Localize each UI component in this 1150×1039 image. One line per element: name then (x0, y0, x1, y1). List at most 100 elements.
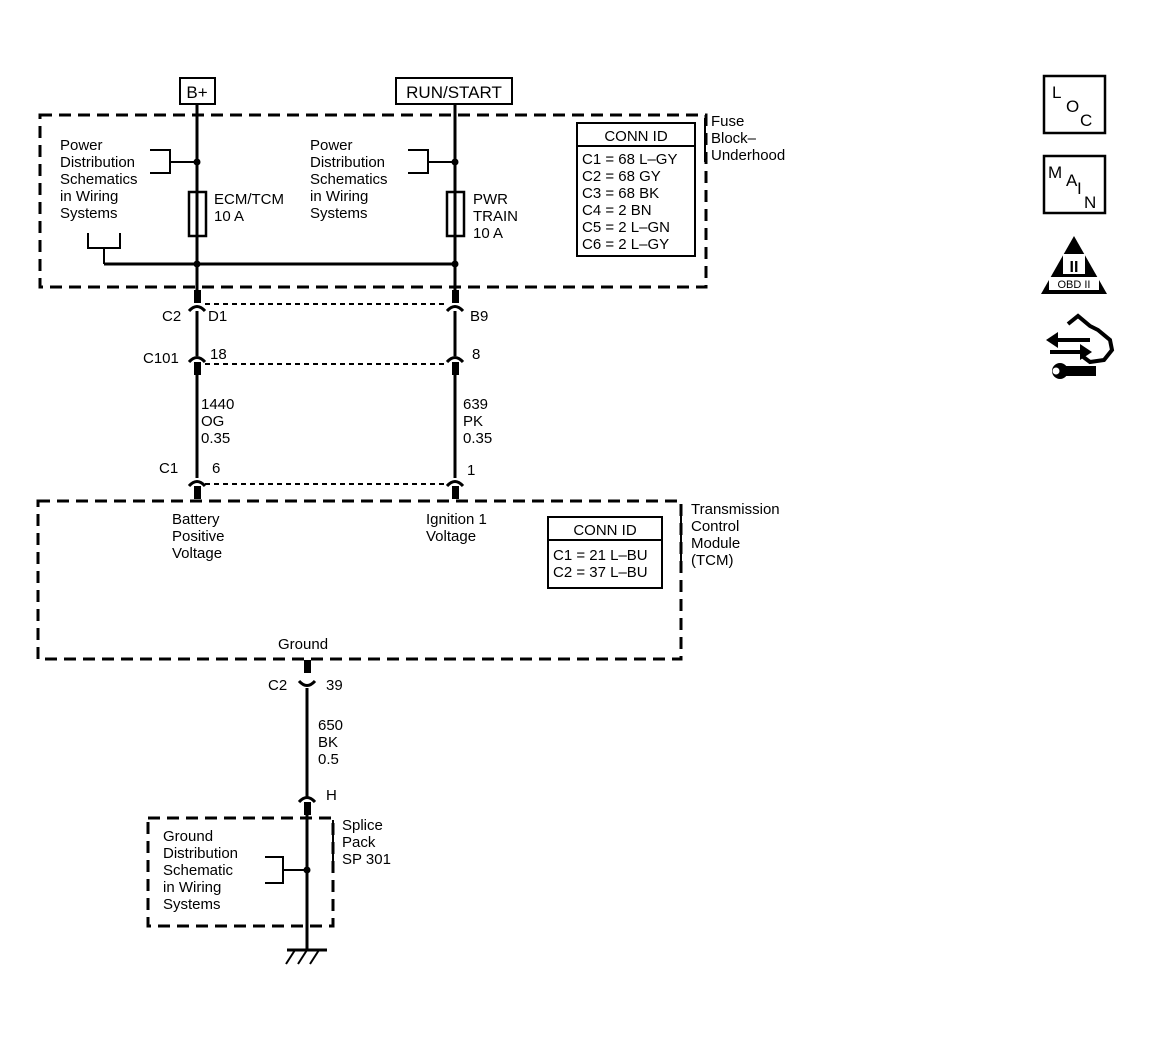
svg-text:Distribution: Distribution (163, 845, 238, 862)
svg-text:Schematic: Schematic (163, 862, 234, 879)
svg-text:Module: Module (691, 535, 740, 552)
svg-text:Distribution: Distribution (310, 154, 385, 171)
svg-text:C2 = 37 L–BU: C2 = 37 L–BU (553, 564, 648, 581)
svg-text:in Wiring: in Wiring (60, 188, 118, 205)
svg-text:TRAIN: TRAIN (473, 208, 518, 225)
svg-text:B9: B9 (470, 308, 488, 325)
svg-text:C1: C1 (159, 460, 178, 477)
svg-text:D1: D1 (208, 308, 227, 325)
run-start-label: RUN/START (406, 83, 502, 102)
svg-text:Transmission: Transmission (691, 501, 780, 518)
svg-text:8: 8 (472, 346, 480, 363)
svg-text:II: II (1070, 259, 1079, 276)
splice-pack-outline (146, 816, 335, 928)
obd-ii-icon[interactable]: II OBD II (1041, 236, 1107, 294)
tcm-ignition-1-voltage: Ignition 1 Voltage (426, 511, 487, 545)
svg-text:C101: C101 (143, 350, 179, 367)
pwr-train-fuse-circuit: PWR TRAIN 10 A (445, 104, 518, 290)
svg-text:PK: PK (463, 413, 483, 430)
fuse-block-label: Fuse Block– Underhood (704, 113, 785, 164)
svg-text:6: 6 (212, 460, 220, 477)
svg-text:Systems: Systems (310, 205, 368, 222)
svg-text:PWR: PWR (473, 191, 508, 208)
connector-c1-tcm: C1 6 1 (159, 460, 475, 499)
svg-text:39: 39 (326, 677, 343, 694)
svg-text:0.5: 0.5 (318, 751, 339, 768)
svg-text:H: H (326, 787, 337, 804)
svg-text:N: N (1084, 193, 1096, 212)
svg-text:in Wiring: in Wiring (310, 188, 368, 205)
svg-text:Distribution: Distribution (60, 154, 135, 171)
connector-c2-fuse-block: C2 D1 B9 (162, 290, 488, 325)
diagnostic-connector-wrench-icon[interactable] (1046, 313, 1115, 379)
svg-text:(TCM): (TCM) (691, 552, 733, 569)
b-plus-label: B+ (186, 83, 207, 102)
svg-text:Control: Control (691, 518, 739, 535)
svg-text:ECM/TCM: ECM/TCM (214, 191, 284, 208)
svg-text:Voltage: Voltage (172, 545, 222, 562)
svg-text:I: I (1077, 179, 1082, 198)
svg-text:SP 301: SP 301 (342, 851, 391, 868)
svg-text:C1 = 21 L–BU: C1 = 21 L–BU (553, 547, 648, 564)
svg-text:1440: 1440 (201, 396, 234, 413)
svg-text:C4 = 2 BN: C4 = 2 BN (582, 202, 652, 219)
svg-text:C5 = 2 L–GN: C5 = 2 L–GN (582, 219, 670, 236)
svg-text:1: 1 (467, 462, 475, 479)
power-distribution-ref-right: Power Distribution Schematics in Wiring … (310, 137, 455, 222)
tcm-conn-id-table: CONN ID C1 = 21 L–BU C2 = 37 L–BU (547, 516, 663, 589)
svg-text:Schematics: Schematics (60, 171, 138, 188)
svg-text:C1 = 68 L–GY: C1 = 68 L–GY (582, 151, 677, 168)
svg-text:BK: BK (318, 734, 338, 751)
svg-text:Underhood: Underhood (711, 147, 785, 164)
svg-text:639: 639 (463, 396, 488, 413)
svg-text:C3 = 68 BK: C3 = 68 BK (582, 185, 659, 202)
svg-text:M: M (1048, 163, 1062, 182)
wire-639-pk: 639 PK 0.35 (453, 375, 492, 478)
wire-1440-og: 1440 OG 0.35 (195, 375, 234, 478)
chassis-ground-icon (285, 948, 327, 965)
loc-icon[interactable]: L O C (1042, 74, 1107, 135)
svg-text:Systems: Systems (163, 896, 221, 913)
svg-text:C: C (1080, 111, 1092, 130)
svg-text:OG: OG (201, 413, 224, 430)
svg-text:C2: C2 (162, 308, 181, 325)
svg-text:Positive: Positive (172, 528, 225, 545)
ecm-tcm-fuse-circuit: ECM/TCM 10 A (187, 104, 284, 290)
svg-text:Power: Power (310, 137, 353, 154)
svg-text:C6 = 2 L–GY: C6 = 2 L–GY (582, 236, 669, 253)
main-icon[interactable]: M A I N (1042, 154, 1107, 215)
connector-c2-tcm-ground: C2 39 (268, 660, 343, 694)
svg-text:18: 18 (210, 346, 227, 363)
svg-text:Pack: Pack (342, 834, 376, 851)
svg-text:A: A (1066, 171, 1078, 190)
ground-distribution-ref: Ground Distribution Schematic in Wiring … (163, 828, 311, 913)
svg-text:650: 650 (318, 717, 343, 734)
svg-text:O: O (1066, 97, 1079, 116)
svg-text:Schematics: Schematics (310, 171, 388, 188)
svg-text:Ground: Ground (163, 828, 213, 845)
svg-text:CONN ID: CONN ID (573, 522, 637, 539)
wire-650-bk: 650 BK 0.5 (305, 688, 343, 798)
tcm-ground-label: Ground (278, 636, 328, 653)
svg-text:L: L (1052, 83, 1061, 102)
svg-text:Battery: Battery (172, 511, 220, 528)
tcm-outline (36, 499, 683, 661)
svg-text:Block–: Block– (711, 130, 757, 147)
power-distribution-ref-left: Power Distribution Schematics in Wiring … (60, 137, 197, 264)
tcm-label: Transmission Control Module (TCM) (680, 501, 780, 569)
svg-text:Voltage: Voltage (426, 528, 476, 545)
svg-text:in Wiring: in Wiring (163, 879, 221, 896)
svg-text:C2 = 68 GY: C2 = 68 GY (582, 168, 661, 185)
svg-text:Power: Power (60, 137, 103, 154)
svg-text:Splice: Splice (342, 817, 383, 834)
svg-text:Systems: Systems (60, 205, 118, 222)
svg-text:Ignition 1: Ignition 1 (426, 511, 487, 528)
connector-c101: C101 18 8 (143, 346, 480, 375)
fuse-block-outline (38, 113, 708, 289)
svg-text:0.35: 0.35 (201, 430, 230, 447)
svg-text:10 A: 10 A (214, 208, 244, 225)
svg-text:10 A: 10 A (473, 225, 503, 242)
tcm-battery-positive-voltage: Battery Positive Voltage (172, 511, 225, 562)
svg-text:CONN ID: CONN ID (604, 128, 668, 145)
